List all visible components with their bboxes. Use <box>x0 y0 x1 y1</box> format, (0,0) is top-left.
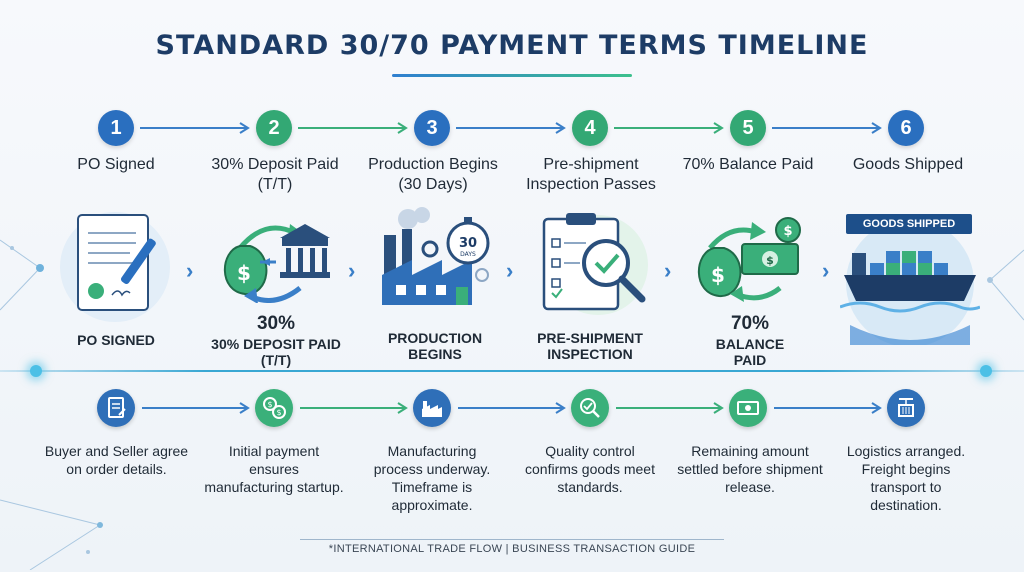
step-6-description: Logistics arranged. Freight begins trans… <box>846 443 966 513</box>
svg-text:$: $ <box>783 224 792 239</box>
step-5-description: Remaining amount settled before shipment… <box>677 443 823 495</box>
step-4-title: Pre-shipment Inspection Passes <box>526 156 656 193</box>
step-2-caption-text: 30% DEPOSIT PAID (T/T) <box>211 336 341 368</box>
step-1-caption: PO SIGNED <box>77 332 155 348</box>
svg-text:$: $ <box>237 261 251 285</box>
svg-text:$: $ <box>766 254 774 267</box>
step-6-number: 6 <box>888 110 924 146</box>
production-days-badge-sub: DAYS <box>460 251 476 258</box>
footer-text: *INTERNATIONAL TRADE FLOW | BUSINESS TRA… <box>328 543 696 555</box>
top-arrows <box>140 122 882 134</box>
step-3-title: Production Begins (30 Days) <box>368 156 498 193</box>
title-underline <box>392 74 632 77</box>
chevron-right-icon: › <box>186 258 194 283</box>
step-5-caption: BALANCE PAID <box>715 336 785 368</box>
svg-text:$: $ <box>267 400 272 409</box>
timeline-divider <box>0 370 1024 372</box>
deposit-transfer-icon: $ <box>223 224 330 303</box>
inspection-clipboard-icon <box>542 213 648 315</box>
network-decoration-bottom-left <box>0 499 103 570</box>
network-decoration-right <box>987 249 1024 321</box>
document-icon <box>97 389 135 427</box>
step-2-caption-percent: 30% <box>256 313 296 334</box>
step-6-title: Goods Shipped <box>852 156 964 173</box>
production-days-badge: 30 <box>459 236 477 251</box>
divider-start-dot <box>30 365 42 377</box>
factory-icon: 30 DAYS <box>382 207 490 305</box>
step-4-description: Quality control confirms goods meet stan… <box>525 443 655 495</box>
step-3-description: Manufacturing process underway. Timefram… <box>373 443 491 513</box>
step-5-number: 5 <box>730 110 766 146</box>
chevron-right-icon: › <box>664 258 672 283</box>
cargo-ship-icon <box>840 219 980 345</box>
cash-icon <box>729 389 767 427</box>
magnifier-check-icon <box>571 389 609 427</box>
bottom-arrows <box>142 402 882 414</box>
balance-payment-icon: $ $ $ <box>697 217 801 302</box>
step-1-description: Buyer and Seller agree on order details. <box>44 443 189 477</box>
step-3-number: 3 <box>414 110 450 146</box>
step-5-title: 70% Balance Paid <box>682 156 814 173</box>
svg-text:$: $ <box>276 408 281 417</box>
contract-document-icon <box>60 212 170 322</box>
factory-small-icon <box>413 389 451 427</box>
step-4-number: 4 <box>572 110 608 146</box>
step-1-number: 1 <box>98 110 134 146</box>
container-crane-icon <box>887 389 925 427</box>
step-4-caption: PRE-SHIPMENT INSPECTION <box>537 330 643 362</box>
step-2-title: 30% Deposit Paid (T/T) <box>211 156 339 193</box>
step-1-title: PO Signed <box>77 156 155 173</box>
step-2-description: Initial payment ensures manufacturing st… <box>204 443 344 495</box>
step-2-number: 2 <box>256 110 292 146</box>
money-exchange-icon: $$ <box>255 389 293 427</box>
divider-end-dot <box>980 365 992 377</box>
goods-shipped-banner: GOODS SHIPPED <box>846 214 972 234</box>
step-2-caption: 30% DEPOSIT PAID (T/T) <box>196 336 356 368</box>
step-3-caption: PRODUCTION BEGINS <box>387 330 483 362</box>
svg-text:$: $ <box>711 263 725 287</box>
chevron-right-icon: › <box>822 258 830 283</box>
network-decoration-left <box>0 239 44 311</box>
chevron-right-icon: › <box>348 258 356 283</box>
page-title: STANDARD 30/70 PAYMENT TERMS TIMELINE <box>155 30 869 61</box>
chevron-right-icon: › <box>506 258 514 283</box>
step-5-caption-percent: 70% <box>730 313 770 334</box>
footer-line-left <box>300 539 724 540</box>
